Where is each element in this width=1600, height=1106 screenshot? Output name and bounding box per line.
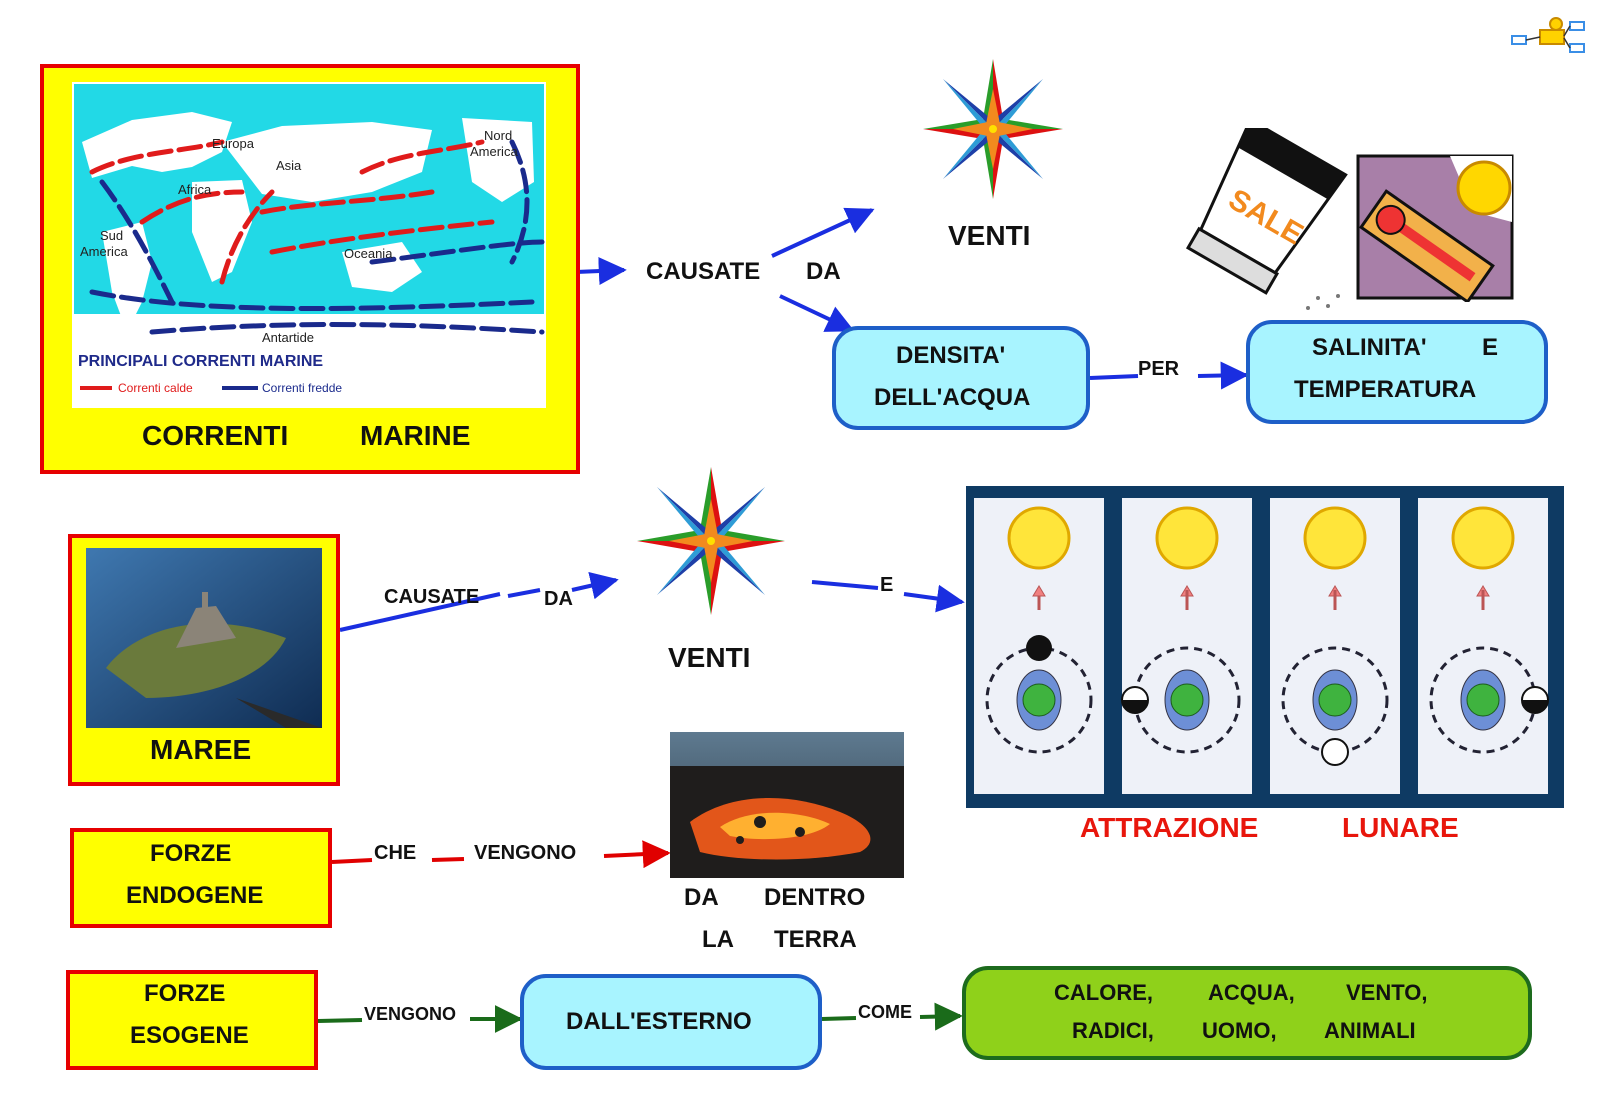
arrow-endogene-che	[331, 858, 373, 864]
la-label: LA	[702, 926, 734, 953]
densita-line-b: DELL'ACQUA	[874, 384, 1031, 411]
arrow-vengono-lava	[603, 840, 671, 869]
svg-text:Africa: Africa	[178, 182, 212, 197]
arrow-da-venti	[771, 207, 875, 258]
salinita-temperatura-box: SALINITA' E TEMPERATURA	[1246, 320, 1548, 424]
arrow-come-list	[919, 1002, 963, 1031]
svg-text:Correnti calde: Correnti calde	[118, 381, 193, 395]
dall-esterno-box: DALL'ESTERNO	[520, 974, 822, 1070]
maree-e-label: E	[880, 574, 894, 596]
correnti-title-a: CORRENTI	[142, 420, 289, 451]
list-item-vento: VENTO,	[1346, 980, 1428, 1005]
venti-label-2: VENTI	[668, 642, 751, 673]
svg-text:Sud: Sud	[100, 228, 123, 243]
arrow-da-densita	[779, 294, 855, 332]
arrow-maree-causate	[339, 592, 501, 632]
maree-box: MAREE	[68, 534, 340, 786]
moon-phase-panel-icon	[966, 486, 1564, 808]
svg-text:Asia: Asia	[276, 158, 302, 173]
per-label: PER	[1138, 358, 1180, 380]
endogene-line-a: FORZE	[150, 840, 232, 867]
vengono-label-2: VENGONO	[364, 1004, 457, 1024]
correnti-da-label: DA	[806, 258, 841, 285]
svg-text:PRINCIPALI CORRENTI MARINE: PRINCIPALI CORRENTI MARINE	[78, 353, 323, 370]
terra-label: TERRA	[774, 926, 857, 953]
arrow-densita-per	[1089, 374, 1139, 380]
correnti-marine-box: Europa Asia Africa Nord America Sud Amer…	[40, 64, 580, 474]
come-label: COME	[858, 1002, 912, 1022]
forze-esogene-box: FORZE ESOGENE	[66, 970, 318, 1070]
thermometer-sun-icon	[1356, 154, 1514, 302]
che-label: CHE	[374, 842, 417, 864]
svg-text:Antartide: Antartide	[262, 330, 314, 345]
salt-shaker-icon: SALE	[1185, 128, 1348, 310]
maree-title: MAREE	[150, 734, 252, 765]
arrow-correnti-causate	[575, 257, 627, 286]
salinita-line-b: TEMPERATURA	[1294, 376, 1477, 403]
island-photo-icon	[86, 548, 322, 728]
arrow-venti-e	[811, 580, 879, 590]
salinita-line-a: SALINITA'	[1312, 334, 1427, 361]
correnti-causate-label: CAUSATE	[646, 258, 761, 285]
svg-text:Oceania: Oceania	[344, 246, 393, 261]
endogene-line-b: ENDOGENE	[126, 882, 264, 909]
vengono-label-1: VENGONO	[474, 842, 577, 864]
maree-da-label: DA	[544, 588, 573, 610]
arrow-esterno-come	[821, 1016, 857, 1021]
arrow-che-vengono	[431, 857, 465, 862]
arrow-da-venti-2	[571, 571, 619, 600]
arrow-causate-da	[507, 588, 541, 598]
esogene-line-a: FORZE	[144, 980, 226, 1007]
list-item-radici: RADICI,	[1072, 1018, 1154, 1043]
list-item-uomo: UOMO,	[1202, 1018, 1277, 1043]
list-item-acqua: ACQUA,	[1208, 980, 1295, 1005]
forze-endogene-box: FORZE ENDOGENE	[70, 828, 332, 928]
svg-text:Correnti fredde: Correnti fredde	[262, 381, 342, 395]
compass-rose-icon	[923, 59, 1063, 199]
venti-label-1: VENTI	[948, 220, 1031, 251]
salinita-e: E	[1482, 334, 1499, 361]
attrazione-label: ATTRAZIONE	[1080, 812, 1259, 843]
da-label-2: DA	[684, 884, 719, 911]
agenti-esogeni-box: CALORE, ACQUA, VENTO, RADICI, UOMO, ANIM…	[962, 966, 1532, 1060]
esterno-label: DALL'ESTERNO	[566, 1008, 752, 1035]
arrow-per-salinita	[1197, 361, 1249, 390]
svg-text:Europa: Europa	[212, 136, 255, 151]
densita-line-a: DENSITA'	[896, 342, 1006, 369]
esogene-line-b: ESOGENE	[130, 1022, 249, 1049]
svg-text:America: America	[470, 144, 518, 159]
densita-acqua-box: DENSITA' DELL'ACQUA	[832, 326, 1090, 430]
compass-rose-icon	[637, 467, 785, 615]
correnti-title-b: MARINE	[360, 420, 471, 451]
logo-icon	[1511, 17, 1585, 53]
dentro-label: DENTRO	[764, 884, 866, 911]
list-item-calore: CALORE,	[1054, 980, 1153, 1005]
maree-causate-label: CAUSATE	[384, 586, 480, 608]
svg-text:Nord: Nord	[484, 128, 512, 143]
lunare-label: LUNARE	[1342, 812, 1459, 843]
lava-photo-icon	[670, 732, 904, 878]
svg-text:America: America	[80, 244, 128, 259]
world-currents-map: Europa Asia Africa Nord America Sud Amer…	[72, 82, 546, 408]
list-item-animali: ANIMALI	[1324, 1018, 1416, 1043]
arrow-e-attrazione	[903, 584, 965, 613]
arrow-esogene-vengono	[317, 1018, 363, 1023]
